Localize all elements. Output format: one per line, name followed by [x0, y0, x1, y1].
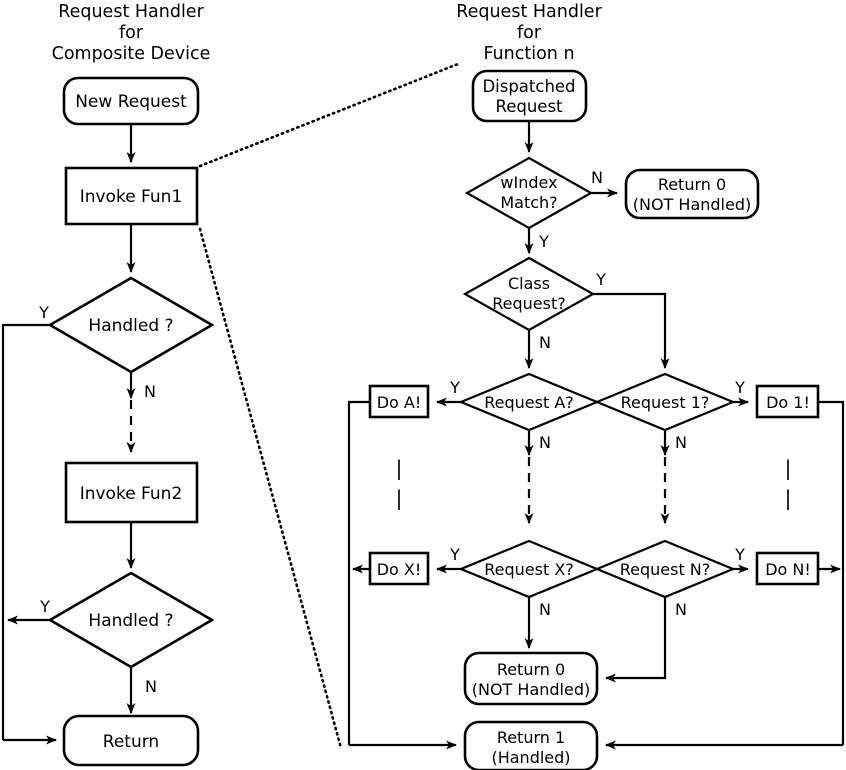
- right-title-line3: Function n: [483, 44, 574, 64]
- return0-bottom-shape: [463, 651, 599, 706]
- request-1-no-label: N: [675, 433, 687, 452]
- windex-match-line2: Match?: [500, 193, 557, 212]
- request-1-label: Request 1?: [621, 393, 710, 412]
- return-shape: [62, 714, 200, 767]
- node-return1[interactable]: Return 1 (Handled): [463, 720, 599, 770]
- node-invoke-fun2[interactable]: Invoke Fun2: [64, 461, 199, 524]
- right-panel-title: Request Handler for Function n: [456, 2, 602, 64]
- node-return0-top[interactable]: Return 0 (NOT Handled): [624, 168, 760, 220]
- invoke-fun1-label: Invoke Fun1: [80, 187, 183, 207]
- right-title-line1: Request Handler: [456, 2, 602, 22]
- invoke-fun2-label: Invoke Fun2: [80, 484, 183, 504]
- handled-2-no-label: N: [145, 677, 157, 696]
- left-title-line3: Composite Device: [52, 44, 211, 64]
- handled-2-yes-label: Y: [39, 597, 50, 616]
- return-label: Return: [103, 732, 159, 752]
- zoom-connector-lower: [198, 227, 343, 750]
- return0-bottom-line2: (NOT Handled): [472, 680, 590, 699]
- node-request-x[interactable]: Request X?: [458, 539, 600, 599]
- node-request-1[interactable]: Request 1?: [594, 372, 736, 432]
- do-n-label: Do N!: [765, 560, 811, 579]
- zoom-connector-upper: [198, 62, 460, 168]
- dispatched-request-line1: Dispatched: [482, 77, 575, 96]
- edge-do1-to-right-rail: [818, 400, 845, 745]
- node-request-a[interactable]: Request A?: [458, 372, 600, 432]
- return0-top-line2: (NOT Handled): [633, 195, 751, 214]
- return0-top-shape: [624, 168, 760, 220]
- request-a-no-label: N: [539, 433, 551, 452]
- do-a-label: Do A!: [377, 393, 422, 412]
- class-request-line2: Request?: [492, 294, 565, 313]
- node-new-request[interactable]: New Request: [62, 76, 200, 126]
- ellipsis-left-upper: |: [396, 456, 403, 480]
- handled-2-label: Handled ?: [88, 611, 173, 631]
- ellipsis-right-upper: |: [785, 456, 792, 480]
- node-do-x[interactable]: Do X!: [368, 551, 430, 586]
- node-invoke-fun1[interactable]: Invoke Fun1: [64, 166, 199, 226]
- ellipsis-left-lower: |: [396, 486, 403, 510]
- node-do-n[interactable]: Do N!: [755, 551, 820, 586]
- node-return[interactable]: Return: [62, 714, 200, 767]
- invoke-fun1-shape: [64, 166, 199, 226]
- request-n-label: Request N?: [620, 560, 711, 579]
- node-handled-2[interactable]: Handled ?: [47, 571, 215, 669]
- windex-no-label: N: [591, 168, 603, 187]
- left-title-line2: for: [119, 23, 144, 43]
- request-x-label: Request X?: [484, 560, 574, 579]
- windex-match-line1: wIndex: [500, 173, 557, 192]
- do-1-label: Do 1!: [766, 393, 810, 412]
- do-x-label: Do X!: [377, 560, 422, 579]
- dispatched-request-line2: Request: [495, 97, 563, 116]
- node-do-1[interactable]: Do 1!: [755, 384, 820, 419]
- ellipsis-right-lower: |: [785, 486, 792, 510]
- right-title-line2: for: [517, 23, 542, 43]
- windex-yes-label: Y: [538, 232, 549, 251]
- return1-line2: (Handled): [491, 748, 570, 767]
- do-1-shape: [755, 384, 820, 419]
- node-class-request[interactable]: Class Request?: [462, 256, 596, 332]
- left-panel-title: Request Handler for Composite Device: [52, 2, 211, 64]
- return1-line1: Return 1: [497, 728, 565, 747]
- return1-shape: [463, 720, 599, 770]
- node-handled-1[interactable]: Handled ?: [47, 276, 215, 374]
- request-n-no-label: N: [675, 600, 687, 619]
- request-a-yes-label: Y: [449, 378, 460, 397]
- node-return0-bottom[interactable]: Return 0 (NOT Handled): [463, 651, 599, 706]
- edge-requestn-no-to-return0: [605, 597, 667, 683]
- node-request-n[interactable]: Request N?: [594, 539, 736, 599]
- handled-1-label: Handled ?: [88, 316, 173, 336]
- new-request-label: New Request: [75, 92, 187, 112]
- handled-1-no-label: N: [144, 382, 156, 401]
- handled-1-yes-label: Y: [38, 303, 49, 322]
- edge-handled1-yes-to-rail: [1, 323, 50, 740]
- class-yes-label: Y: [595, 270, 606, 289]
- left-title-line1: Request Handler: [58, 2, 204, 22]
- request-n-yes-label: Y: [734, 545, 745, 564]
- request-x-yes-label: Y: [449, 545, 460, 564]
- return0-top-line1: Return 0: [658, 175, 726, 194]
- request-a-label: Request A?: [484, 393, 574, 412]
- edge-class-yes-to-request1: [593, 292, 670, 369]
- class-no-label: N: [539, 333, 551, 352]
- request-1-yes-label: Y: [734, 378, 745, 397]
- node-dispatched-request[interactable]: Dispatched Request: [471, 69, 588, 123]
- class-request-line1: Class: [508, 274, 550, 293]
- request-x-no-label: N: [539, 600, 551, 619]
- edge-doa-to-left-rail: [347, 400, 370, 745]
- node-do-a[interactable]: Do A!: [368, 384, 430, 419]
- return0-bottom-line1: Return 0: [497, 660, 565, 679]
- node-windex-match[interactable]: wIndex Match?: [464, 156, 594, 230]
